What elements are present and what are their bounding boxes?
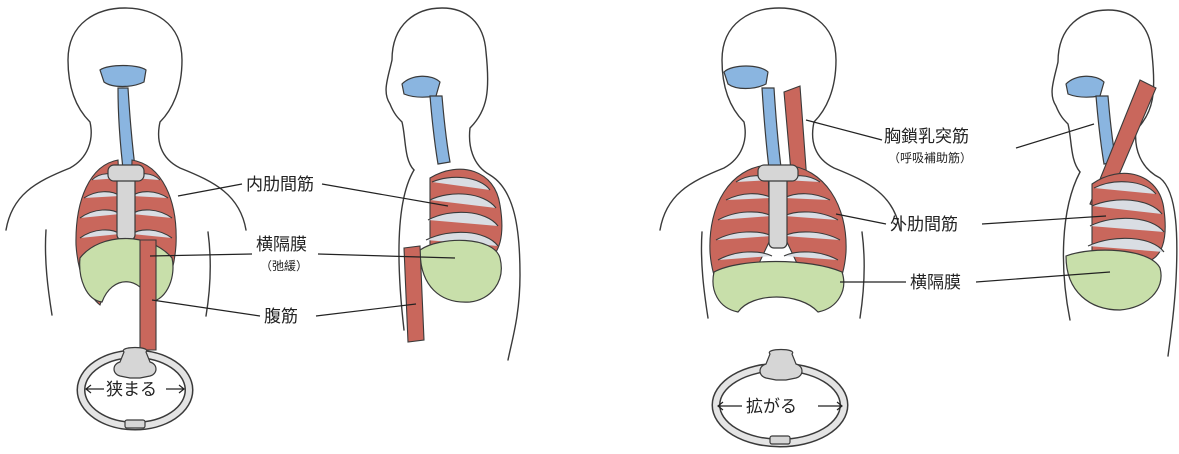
label-diaphragm-exhale: 横隔膜 (256, 235, 307, 255)
label-diaphragm-relaxed: （弛緩） (260, 259, 308, 273)
label-sternocleidomastoid: 胸鎖乳突筋 (884, 127, 969, 147)
front-figure-inhale (660, 8, 900, 318)
front-figure-exhale (6, 8, 246, 350)
label-accessory-muscle: （呼吸補助筋） (888, 150, 972, 165)
side-figure-inhale (1052, 10, 1177, 356)
label-expand: 拡がる (746, 397, 797, 417)
label-narrow: 狭まる (106, 380, 157, 400)
label-diaphragm-inhale: 横隔膜 (910, 273, 961, 293)
label-external-intercostal: 外肋間筋 (890, 215, 958, 235)
label-internal-intercostal: 内肋間筋 (246, 175, 314, 195)
label-abdominal: 腹筋 (264, 307, 298, 327)
side-figure-exhale (386, 8, 520, 360)
